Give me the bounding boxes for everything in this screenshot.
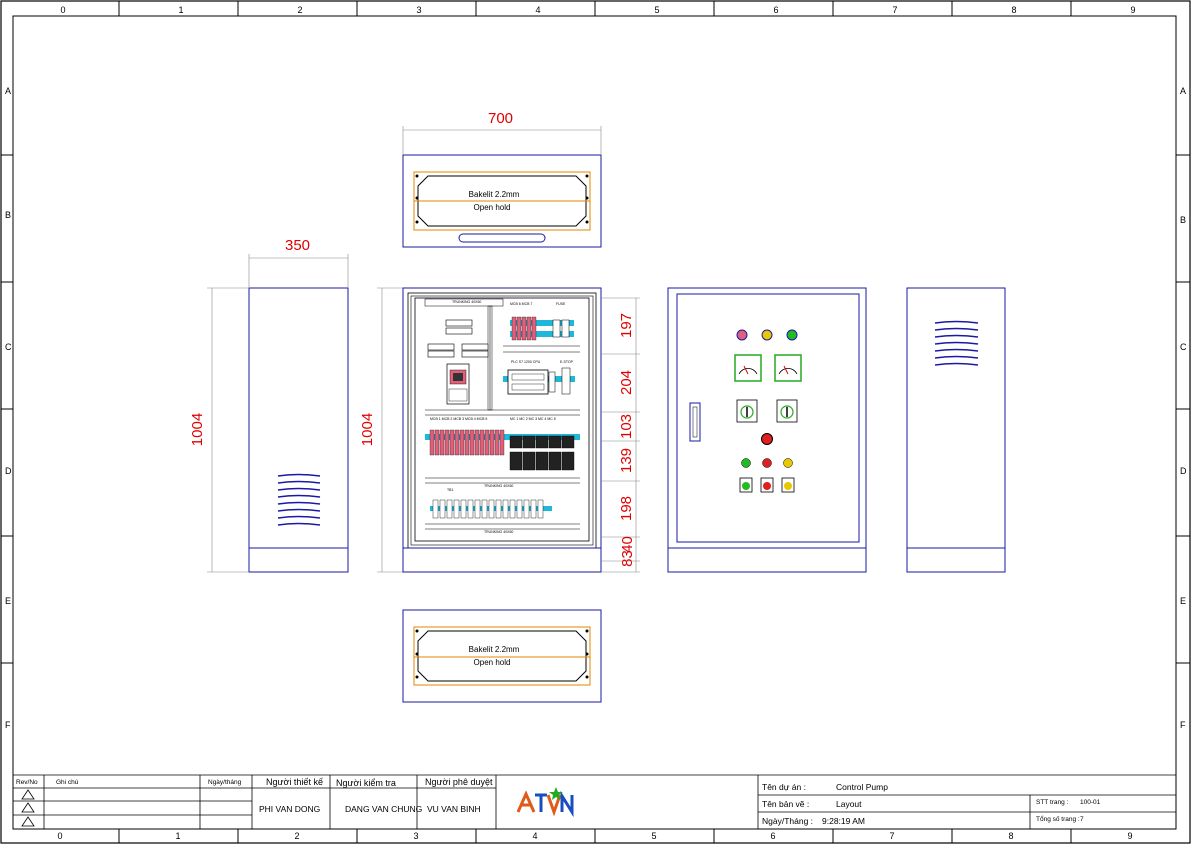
note-header: Ghi chú <box>56 779 79 786</box>
bottom-gland-plate <box>402 609 602 703</box>
col-label: 9 <box>1130 5 1136 15</box>
top-plate-note: Open hold <box>473 203 511 212</box>
row-label-right: C <box>1180 342 1187 352</box>
drawing-label: Tên bản vẽ : <box>762 799 810 809</box>
col-label: 0 <box>60 5 66 15</box>
revision-triangles <box>21 789 35 827</box>
total-value: 7 <box>1080 816 1084 823</box>
col-label: 4 <box>535 5 541 15</box>
col-label-bottom: 8 <box>1008 831 1014 841</box>
row-label: C <box>5 342 12 352</box>
side-view-right <box>906 287 1006 573</box>
project-name: Control Pump <box>836 782 888 792</box>
designer-name: PHI VAN DONG <box>259 804 321 814</box>
col-label-bottom: 7 <box>889 831 895 841</box>
dim-section: 103 <box>618 413 636 440</box>
drawing-name: Layout <box>836 799 862 809</box>
page-value: 100-01 <box>1080 799 1101 806</box>
project-label: Tên dự án : <box>762 782 806 792</box>
col-label: 6 <box>773 5 779 15</box>
row-label: A <box>5 86 12 96</box>
row-label-right: E <box>1180 596 1187 606</box>
label-mc-row: MC 1 MC 2 MC 3 MC 4 MC 5 <box>510 417 556 421</box>
dim-front-height: 1004 <box>359 412 377 447</box>
label-tb: TB1 <box>447 488 454 492</box>
col-label-bottom: 5 <box>651 831 657 841</box>
row-label: B <box>5 210 12 220</box>
dim-section: 204 <box>618 369 636 396</box>
rev-header: Rev/No <box>16 779 38 786</box>
dim-section: 40 <box>618 536 636 553</box>
col-label-bottom: 6 <box>770 831 776 841</box>
total-label: Tổng số trang : <box>1036 816 1080 823</box>
row-label: F <box>5 720 11 730</box>
row-label: D <box>5 466 12 476</box>
col-label-bottom: 3 <box>413 831 419 841</box>
label-mcb67: MCB 6 MCB 7 <box>510 302 533 306</box>
dim-section: 197 <box>618 312 636 339</box>
col-label-bottom: 9 <box>1127 831 1133 841</box>
col-label-bottom: 0 <box>57 831 63 841</box>
col-label: 3 <box>416 5 422 15</box>
col-label: 1 <box>178 5 184 15</box>
row-label-right: D <box>1180 466 1187 476</box>
col-label: 5 <box>654 5 660 15</box>
dim-top-width: 700 <box>488 110 514 127</box>
approver-name: VU VAN BINH <box>427 804 481 814</box>
bottom-plate-note: Open hold <box>473 658 511 667</box>
atvn-logo <box>516 787 574 818</box>
page-label: STT trang : <box>1036 799 1069 806</box>
dim-section: 139 <box>618 447 636 474</box>
panel-internal-layout <box>402 287 602 573</box>
label-fuse: FUSE <box>556 302 566 306</box>
col-label: 8 <box>1011 5 1017 15</box>
row-label-right: A <box>1180 86 1187 96</box>
col-label-bottom: 2 <box>294 831 300 841</box>
top-plate-material: Bakelit 2.2mm <box>468 190 520 199</box>
side-view-left <box>248 287 349 573</box>
col-label-bottom: 4 <box>532 831 538 841</box>
label-trunking: TRUNKING 40X60 <box>452 300 482 304</box>
checker-header: Người kiểm tra <box>336 778 396 788</box>
col-label: 7 <box>892 5 898 15</box>
dim-side-width: 350 <box>285 237 311 254</box>
date-value: 9:28:19 AM <box>822 816 866 826</box>
dim-side-height: 1004 <box>189 412 207 447</box>
label-trunking: TRUNKING 40X60 <box>484 530 514 534</box>
label-plc: PLC S7 1200 CPU <box>511 360 541 364</box>
top-gland-plate <box>402 154 602 248</box>
date-header: Ngày/tháng <box>208 779 242 786</box>
door-front-view <box>667 287 867 573</box>
approver-header: Người phê duyệt <box>425 777 493 787</box>
label-mcb-row: MCB 1 MCB 2 MCB 3 MCB 4 MCB 5 <box>430 417 488 421</box>
row-label-right: F <box>1180 720 1186 730</box>
col-label-bottom: 1 <box>175 831 181 841</box>
checker-name: DANG VAN CHUNG <box>345 804 423 814</box>
date-label: Ngày/Tháng : <box>762 816 814 826</box>
label-estop: E-STOP <box>560 360 573 364</box>
designer-header: Người thiết kế <box>266 777 323 787</box>
row-label: E <box>5 596 12 606</box>
bottom-plate-material: Bakelit 2.2mm <box>468 645 520 654</box>
label-trunking: TRUNKING 40X60 <box>484 484 514 488</box>
dim-section: 198 <box>618 495 636 522</box>
col-label: 2 <box>297 5 303 15</box>
row-label-right: B <box>1180 215 1187 225</box>
